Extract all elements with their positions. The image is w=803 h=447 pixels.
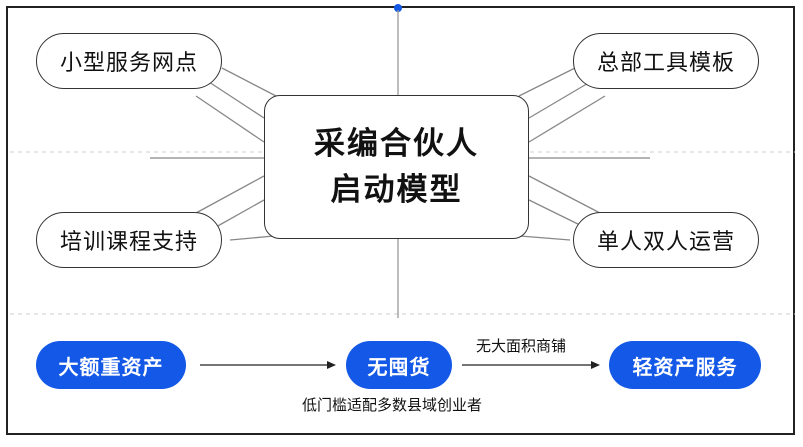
flow-arrow-1-head bbox=[327, 361, 336, 369]
spoke-bottom-right-1 bbox=[528, 175, 601, 214]
flow-step-no-inventory: 无囤货 bbox=[346, 341, 452, 389]
center-title-line1: 采编合伙人 bbox=[314, 126, 479, 162]
flow-step-heavy-assets: 大额重资产 bbox=[36, 341, 186, 389]
spoke-bottom-right-2 bbox=[528, 199, 585, 228]
center-model-box: 采编合伙人 启动模型 bbox=[264, 95, 529, 239]
spoke-bottom-left-2 bbox=[215, 199, 265, 228]
flow-arrow-2-head bbox=[591, 361, 600, 369]
spoke-bottom-right-3 bbox=[519, 235, 571, 241]
spoke-top-right-2 bbox=[528, 81, 591, 119]
spoke-top-right-1 bbox=[518, 67, 576, 97]
spoke-top-left-3 bbox=[195, 95, 265, 143]
spoke-bottom-left-3 bbox=[229, 235, 275, 241]
spoke-bottom-left-1 bbox=[195, 175, 265, 214]
center-title-line2: 启动模型 bbox=[330, 172, 463, 208]
node-solo-duo-operation: 单人双人运营 bbox=[573, 212, 759, 268]
flow-step-light-assets: 轻资产服务 bbox=[609, 341, 761, 389]
node-hq-tool-templates: 总部工具模板 bbox=[573, 33, 759, 89]
top-anchor-dot bbox=[394, 4, 402, 12]
spoke-top-left-2 bbox=[208, 81, 265, 119]
spoke-top-left-1 bbox=[221, 67, 277, 97]
caption-low-threshold: 低门槛适配多数县域创业者 bbox=[302, 396, 483, 414]
node-training-support: 培训课程支持 bbox=[36, 212, 222, 268]
node-small-service-outlets: 小型服务网点 bbox=[36, 33, 222, 89]
spoke-top-right-3 bbox=[528, 95, 606, 143]
arrow-label-no-large-shop: 无大面积商铺 bbox=[476, 337, 567, 355]
